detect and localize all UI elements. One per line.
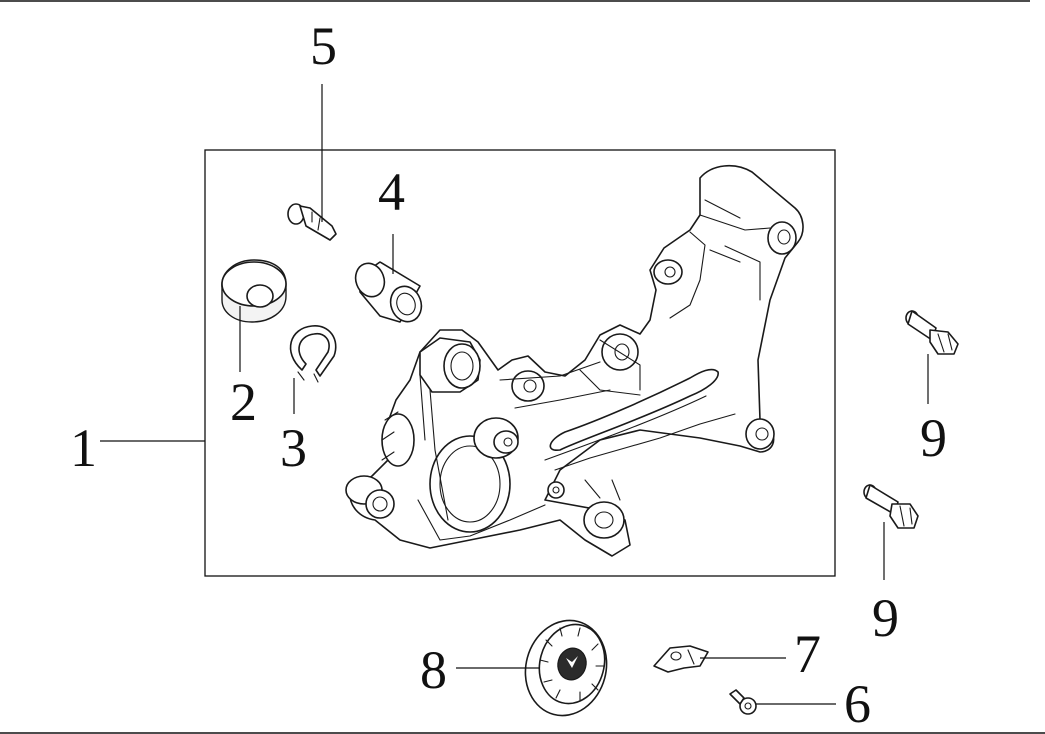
callout-6: 6: [844, 674, 871, 734]
callout-7: 7: [794, 624, 821, 684]
callout-9-upper: 9: [920, 408, 947, 468]
assembly-frame: [204, 149, 836, 577]
sleeve: [354, 261, 423, 323]
callout-1: 1: [70, 418, 97, 478]
bolt-upper: [905, 310, 959, 355]
logo-cap: [524, 619, 608, 717]
callout-8: 8: [420, 640, 447, 700]
small-screw: [729, 689, 757, 715]
callout-3: 3: [280, 418, 307, 478]
callout-9-lower: 9: [872, 588, 899, 648]
callout-4: 4: [378, 162, 405, 222]
bolt-lower: [863, 484, 919, 529]
caliper-bracket: [345, 165, 804, 557]
callout-2: 2: [230, 372, 257, 432]
callout-5: 5: [310, 16, 337, 76]
guide-pin: [287, 203, 337, 241]
hose-clip: [653, 645, 709, 673]
circlip: [289, 325, 337, 383]
washer: [221, 259, 287, 323]
